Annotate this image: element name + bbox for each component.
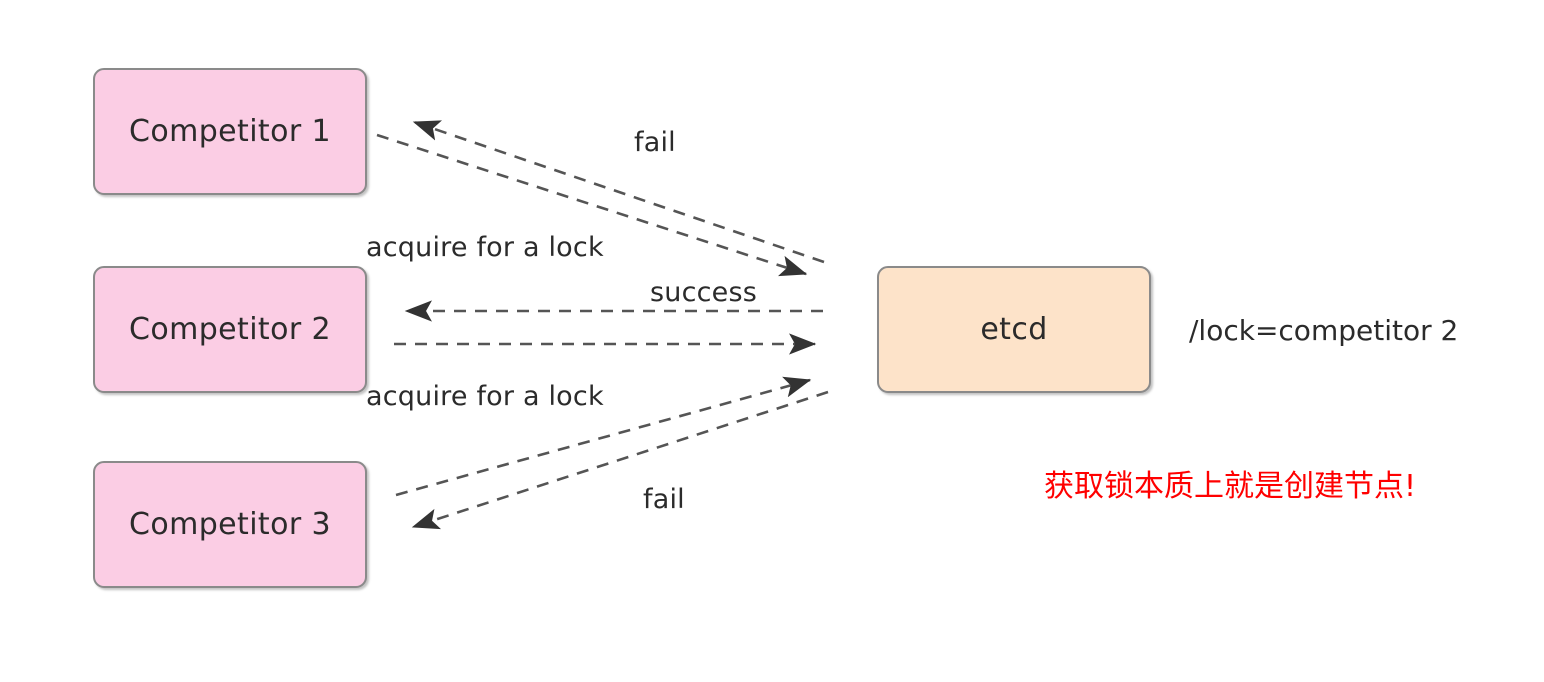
node-competitor-1-label: Competitor 1 (129, 114, 331, 149)
edge-label-fail-top: fail (634, 127, 676, 158)
annotation-red-note: 获取锁本质上就是创建节点! (1044, 469, 1417, 504)
annotation-lock-key: /lock=competitor 2 (1189, 314, 1459, 347)
edge-label-fail-bottom: fail (643, 484, 685, 515)
node-competitor-1[interactable]: Competitor 1 (93, 68, 367, 195)
node-etcd-label: etcd (980, 312, 1048, 347)
edge-label-acquire-top: acquire for a lock (366, 232, 604, 263)
node-competitor-3-label: Competitor 3 (129, 507, 331, 542)
edge-label-success: success (650, 277, 758, 308)
node-etcd[interactable]: etcd (877, 266, 1151, 393)
edge-etcd-to-competitor3 (411, 390, 829, 530)
node-competitor-2-label: Competitor 2 (129, 312, 331, 347)
edge-label-acquire-bottom: acquire for a lock (366, 381, 604, 412)
node-competitor-3[interactable]: Competitor 3 (93, 461, 367, 588)
node-competitor-2[interactable]: Competitor 2 (93, 266, 367, 393)
